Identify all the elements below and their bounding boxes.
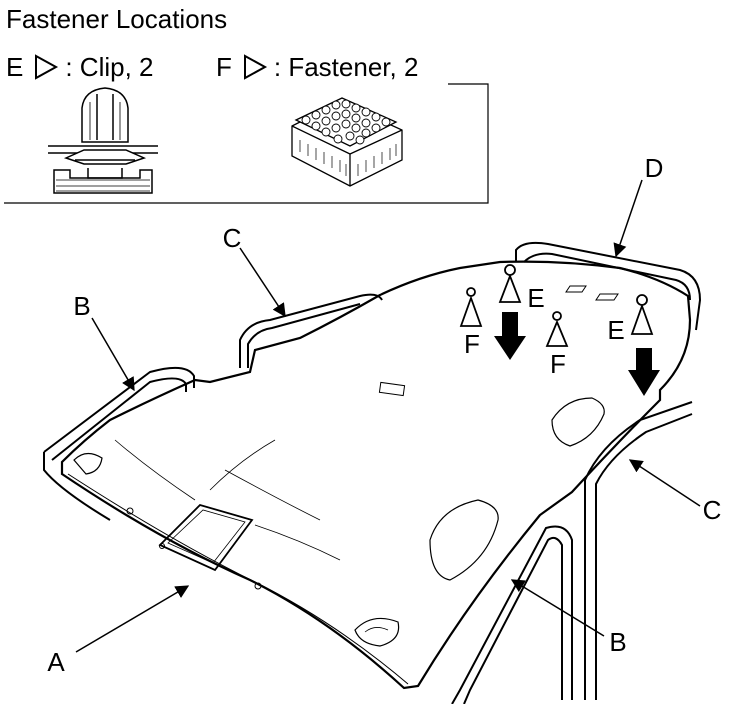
roof-frame	[43, 241, 702, 704]
triangle-marker-icon	[35, 54, 59, 80]
callout-e-right: E	[607, 315, 625, 345]
triangle-marker-icon	[498, 264, 522, 303]
fastener-markers	[459, 264, 654, 347]
down-arrow-icon	[628, 348, 660, 396]
callout-d: D	[644, 153, 664, 183]
leader-lines	[75, 179, 701, 653]
legend-fastener: F : Fastener, 2	[216, 52, 418, 82]
down-arrow-icon	[494, 312, 526, 360]
callout-f-center: F	[550, 349, 566, 379]
legend-clip-key: E	[6, 52, 24, 82]
callout-c-right: C	[702, 495, 722, 525]
headliner-panel	[60, 260, 692, 690]
callout-e-center: E	[527, 283, 545, 313]
callout-b-right: B	[609, 627, 627, 657]
triangle-marker-icon	[459, 287, 483, 327]
fastener-pad-icon	[291, 97, 403, 187]
legend-clip: E : Clip, 2	[6, 52, 154, 82]
install-arrows	[494, 312, 660, 396]
callout-a: A	[47, 647, 65, 677]
legend-clip-text: : Clip, 2	[65, 52, 154, 82]
callout-f-left: F	[464, 329, 480, 359]
triangle-marker-icon	[630, 294, 654, 335]
callout-b-left: B	[73, 291, 91, 321]
legend-fastener-text: : Fastener, 2	[273, 52, 419, 82]
clip-icon	[48, 87, 158, 194]
legend-fastener-key: F	[216, 52, 232, 82]
inset-frame	[4, 83, 489, 204]
triangle-marker-icon	[243, 54, 267, 80]
callout-c-left: C	[222, 223, 242, 253]
page-title: Fastener Locations	[6, 4, 228, 34]
triangle-marker-icon	[545, 311, 569, 347]
